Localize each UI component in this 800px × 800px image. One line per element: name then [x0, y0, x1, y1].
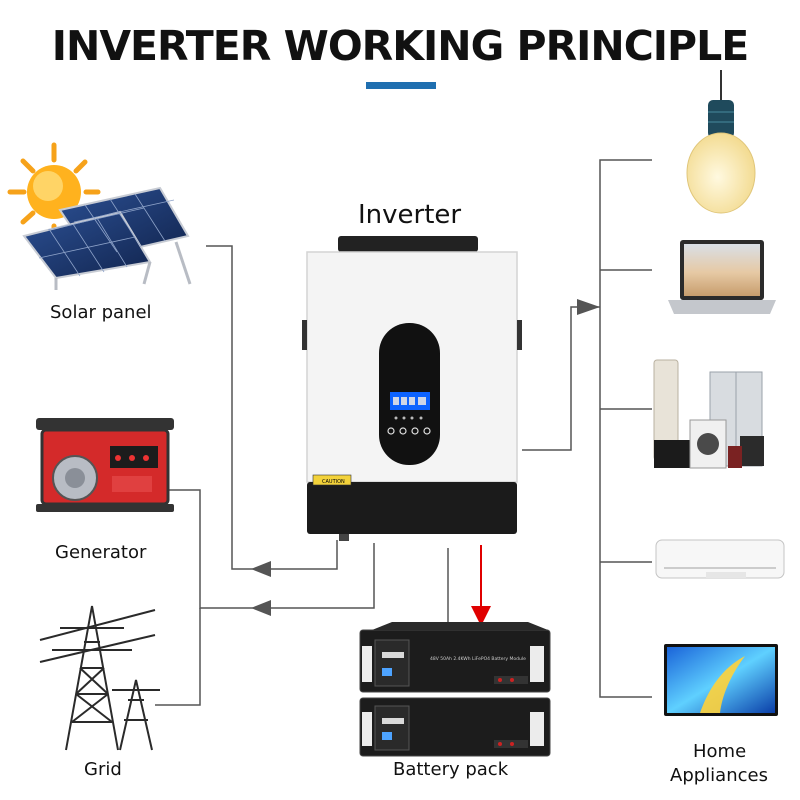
- battery-module-text: 48V 50Ah 2.4KWh LiFePO4 Battery Module: [430, 656, 526, 662]
- inverter-buttons: [387, 427, 431, 435]
- solar-panel-label: Solar panel: [50, 302, 152, 323]
- air-conditioner-icon: [655, 539, 785, 579]
- solar-line: [206, 245, 338, 570]
- home-appliances-label-line1: Home: [693, 741, 747, 762]
- inverter-unit: CAUTION: [302, 236, 522, 541]
- laptop-icon: [668, 240, 776, 314]
- home-appliances-icon: [653, 359, 764, 469]
- lcd-digits: [393, 397, 426, 405]
- appliance-bus: [599, 159, 652, 698]
- television-icon: [664, 644, 778, 716]
- connection-lines: [155, 159, 652, 706]
- generator-label: Generator: [55, 542, 147, 563]
- battery-module-icon: [359, 697, 551, 757]
- inverter-label: Inverter: [358, 200, 462, 230]
- generator-arrow-icon: [251, 600, 271, 616]
- home-appliances-label-line2: Appliances: [670, 765, 768, 786]
- sun-icon: [7, 142, 101, 243]
- page-title: INVERTER WORKING PRINCIPLE: [51, 22, 750, 70]
- solar-panel-icon: [22, 186, 192, 290]
- battery-pack-icon: 48V 50Ah 2.4KWh LiFePO4 Battery Module: [359, 622, 551, 757]
- caution-text: CAUTION: [322, 479, 345, 485]
- output-line: [522, 306, 600, 451]
- inverter-leds: [394, 416, 423, 420]
- grid-line: [155, 608, 201, 706]
- battery-pack-label: Battery pack: [393, 759, 509, 780]
- title-underline: [366, 82, 436, 89]
- output-arrow-icon: [577, 299, 600, 315]
- battery-arrow-icon: [471, 606, 491, 626]
- light-bulb-icon: [686, 70, 756, 214]
- generator-icon: [36, 418, 174, 512]
- caution-sticker: [312, 474, 352, 486]
- transmission-tower-icon: [39, 605, 160, 751]
- grid-label: Grid: [84, 759, 122, 780]
- solar-arrow-icon: [251, 561, 271, 577]
- battery-module-icon: [359, 622, 551, 693]
